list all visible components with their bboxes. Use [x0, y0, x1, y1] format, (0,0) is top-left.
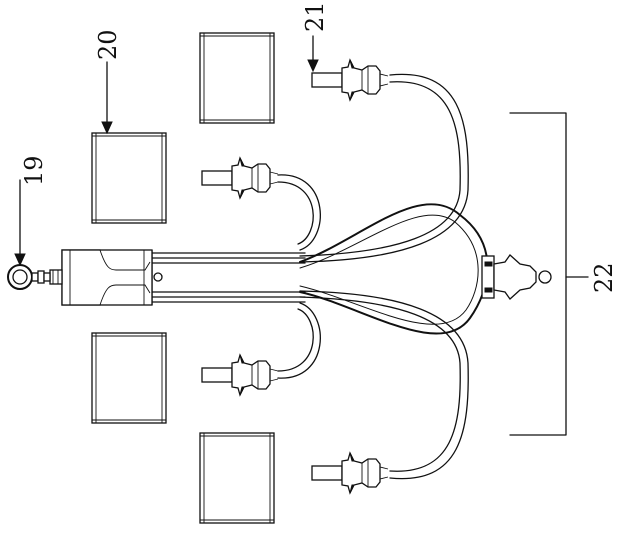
center-column: [49, 249, 163, 306]
callout-label-19: 19: [20, 155, 48, 186]
shade-top-inner: [91, 132, 167, 224]
shade-bottom-inner: [91, 332, 167, 424]
bottom-finial: [481, 254, 552, 300]
callout-19: 19: [14, 155, 48, 267]
candle-bottom-outer: [311, 452, 389, 494]
callout-22: 22: [509, 112, 618, 436]
callout-21: 21: [301, 1, 329, 73]
candle-top-outer: [311, 59, 389, 101]
shade-bottom-outer: [199, 432, 275, 524]
callout-20: 20: [94, 29, 122, 135]
arms: [149, 73, 489, 480]
canopy-ring: [7, 264, 51, 290]
shade-top-outer: [199, 32, 275, 124]
callout-label-22: 22: [590, 262, 618, 293]
callout-label-20: 20: [94, 29, 122, 60]
candle-top-inner: [201, 157, 279, 199]
candle-bottom-inner: [201, 354, 279, 396]
callout-label-21: 21: [301, 1, 329, 32]
